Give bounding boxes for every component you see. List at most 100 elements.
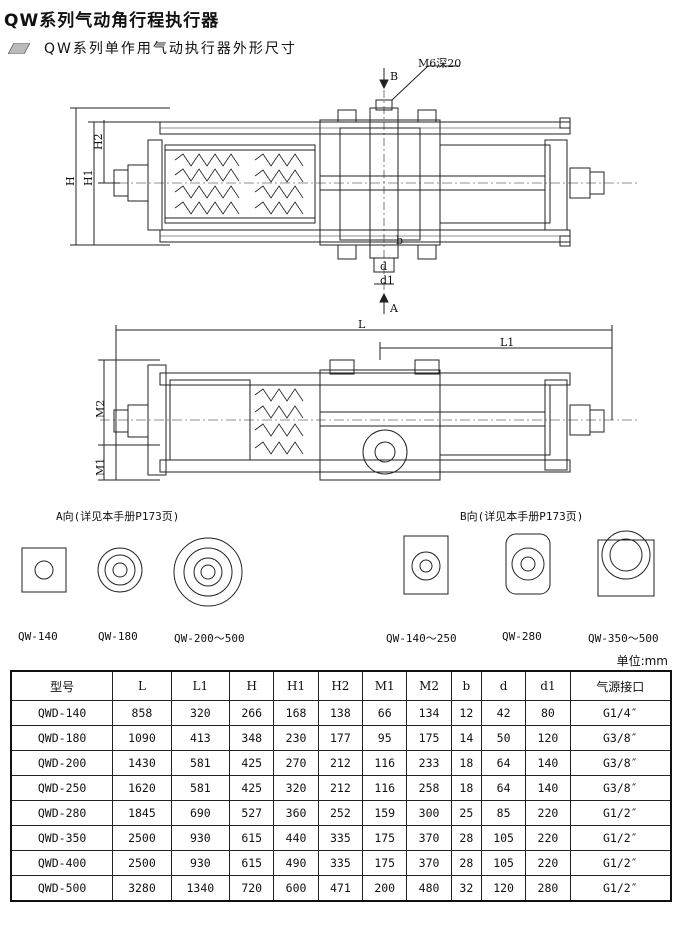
page-title: QW系列气动角行程执行器	[4, 11, 220, 31]
h2-label: H2	[92, 133, 105, 150]
col-header: L1	[170, 670, 231, 701]
a-arrow-label: A	[390, 302, 398, 315]
m2-label: M2	[94, 399, 107, 418]
value-cell: 116	[362, 775, 408, 801]
value-cell: 615	[229, 825, 275, 851]
b-view-model-3: QW-350～500	[588, 632, 659, 645]
thread-label: M6深20	[418, 57, 462, 70]
a-view-title: A向(详见本手册P173页)	[56, 510, 180, 523]
value-cell: 25	[450, 800, 482, 826]
value-cell: 175	[362, 850, 408, 876]
value-cell: 220	[525, 800, 571, 826]
value-cell: 18	[450, 775, 482, 801]
a-view-model-2: QW-180	[98, 630, 138, 643]
value-cell: 480	[406, 875, 452, 902]
value-cell: 14	[450, 725, 482, 751]
value-cell: 105	[480, 850, 527, 876]
value-cell: G1/2″	[569, 825, 672, 851]
b-view-model-2: QW-280	[502, 630, 542, 643]
value-cell: 175	[406, 725, 452, 751]
value-cell: 28	[450, 825, 482, 851]
value-cell: 140	[525, 775, 571, 801]
value-cell: 370	[406, 850, 452, 876]
value-cell: 177	[317, 725, 364, 751]
actuator-drawing	[21, 65, 655, 607]
col-header: d	[480, 670, 527, 701]
dimension-table: 型号 L L1 H H1 H2 M1 M2 b d d1 气源接口 QWD-14…	[10, 670, 672, 902]
model-cell: QWD-250	[10, 775, 114, 801]
L1-label: L1	[500, 336, 515, 349]
col-header: 型号	[10, 670, 114, 701]
value-cell: 270	[273, 750, 319, 776]
value-cell: 220	[525, 850, 571, 876]
value-cell: G1/4″	[569, 700, 672, 726]
value-cell: 42	[480, 700, 527, 726]
value-cell: 581	[170, 750, 231, 776]
value-cell: 280	[525, 875, 571, 902]
value-cell: 440	[273, 825, 319, 851]
model-cell: QWD-140	[10, 700, 114, 726]
d1-dim-label: d1	[380, 274, 395, 287]
value-cell: 615	[229, 850, 275, 876]
value-cell: 1430	[112, 750, 172, 776]
value-cell: 360	[273, 800, 319, 826]
value-cell: G1/2″	[569, 800, 672, 826]
value-cell: 230	[273, 725, 319, 751]
L-label: L	[358, 318, 366, 331]
value-cell: 2500	[112, 850, 172, 876]
table-header-row: 型号 L L1 H H1 H2 M1 M2 b d d1 气源接口	[10, 670, 672, 701]
a-view-model-3: QW-200～500	[174, 632, 245, 645]
subtitle-row: QW系列单作用气动执行器外形尺寸	[8, 38, 297, 58]
value-cell: 320	[170, 700, 231, 726]
col-header: M2	[406, 670, 452, 701]
unit-label: 单位:mm	[616, 654, 668, 668]
value-cell: 80	[525, 700, 571, 726]
value-cell: 66	[362, 700, 408, 726]
model-cell: QWD-400	[10, 850, 114, 876]
value-cell: 85	[480, 800, 527, 826]
value-cell: 212	[317, 750, 364, 776]
value-cell: 425	[229, 750, 275, 776]
col-header: M1	[362, 670, 408, 701]
value-cell: 600	[273, 875, 319, 902]
model-cell: QWD-200	[10, 750, 114, 776]
value-cell: 200	[362, 875, 408, 902]
value-cell: 175	[362, 825, 408, 851]
m1-label: M1	[94, 457, 107, 476]
value-cell: 134	[406, 700, 452, 726]
col-header: 气源接口	[569, 670, 672, 701]
col-header: L	[112, 670, 172, 701]
value-cell: G1/2″	[569, 850, 672, 876]
value-cell: 64	[480, 750, 527, 776]
value-cell: 220	[525, 825, 571, 851]
value-cell: 2500	[112, 825, 172, 851]
value-cell: 12	[450, 700, 482, 726]
model-cell: QWD-500	[10, 875, 114, 902]
value-cell: 258	[406, 775, 452, 801]
page-subtitle: QW系列单作用气动执行器外形尺寸	[44, 41, 297, 57]
value-cell: G1/2″	[569, 875, 672, 902]
value-cell: 335	[317, 850, 364, 876]
value-cell: 105	[480, 825, 527, 851]
value-cell: 233	[406, 750, 452, 776]
model-cell: QWD-180	[10, 725, 114, 751]
value-cell: 28	[450, 850, 482, 876]
col-header: H	[229, 670, 275, 701]
value-cell: 140	[525, 750, 571, 776]
value-cell: 690	[170, 800, 231, 826]
value-cell: 120	[525, 725, 571, 751]
value-cell: 1090	[112, 725, 172, 751]
value-cell: G3/8″	[569, 725, 672, 751]
value-cell: 120	[480, 875, 527, 902]
a-view-model-1: QW-140	[18, 630, 58, 643]
col-header: b	[450, 670, 482, 701]
b-view-model-1: QW-140～250	[386, 632, 457, 645]
value-cell: 930	[170, 850, 231, 876]
